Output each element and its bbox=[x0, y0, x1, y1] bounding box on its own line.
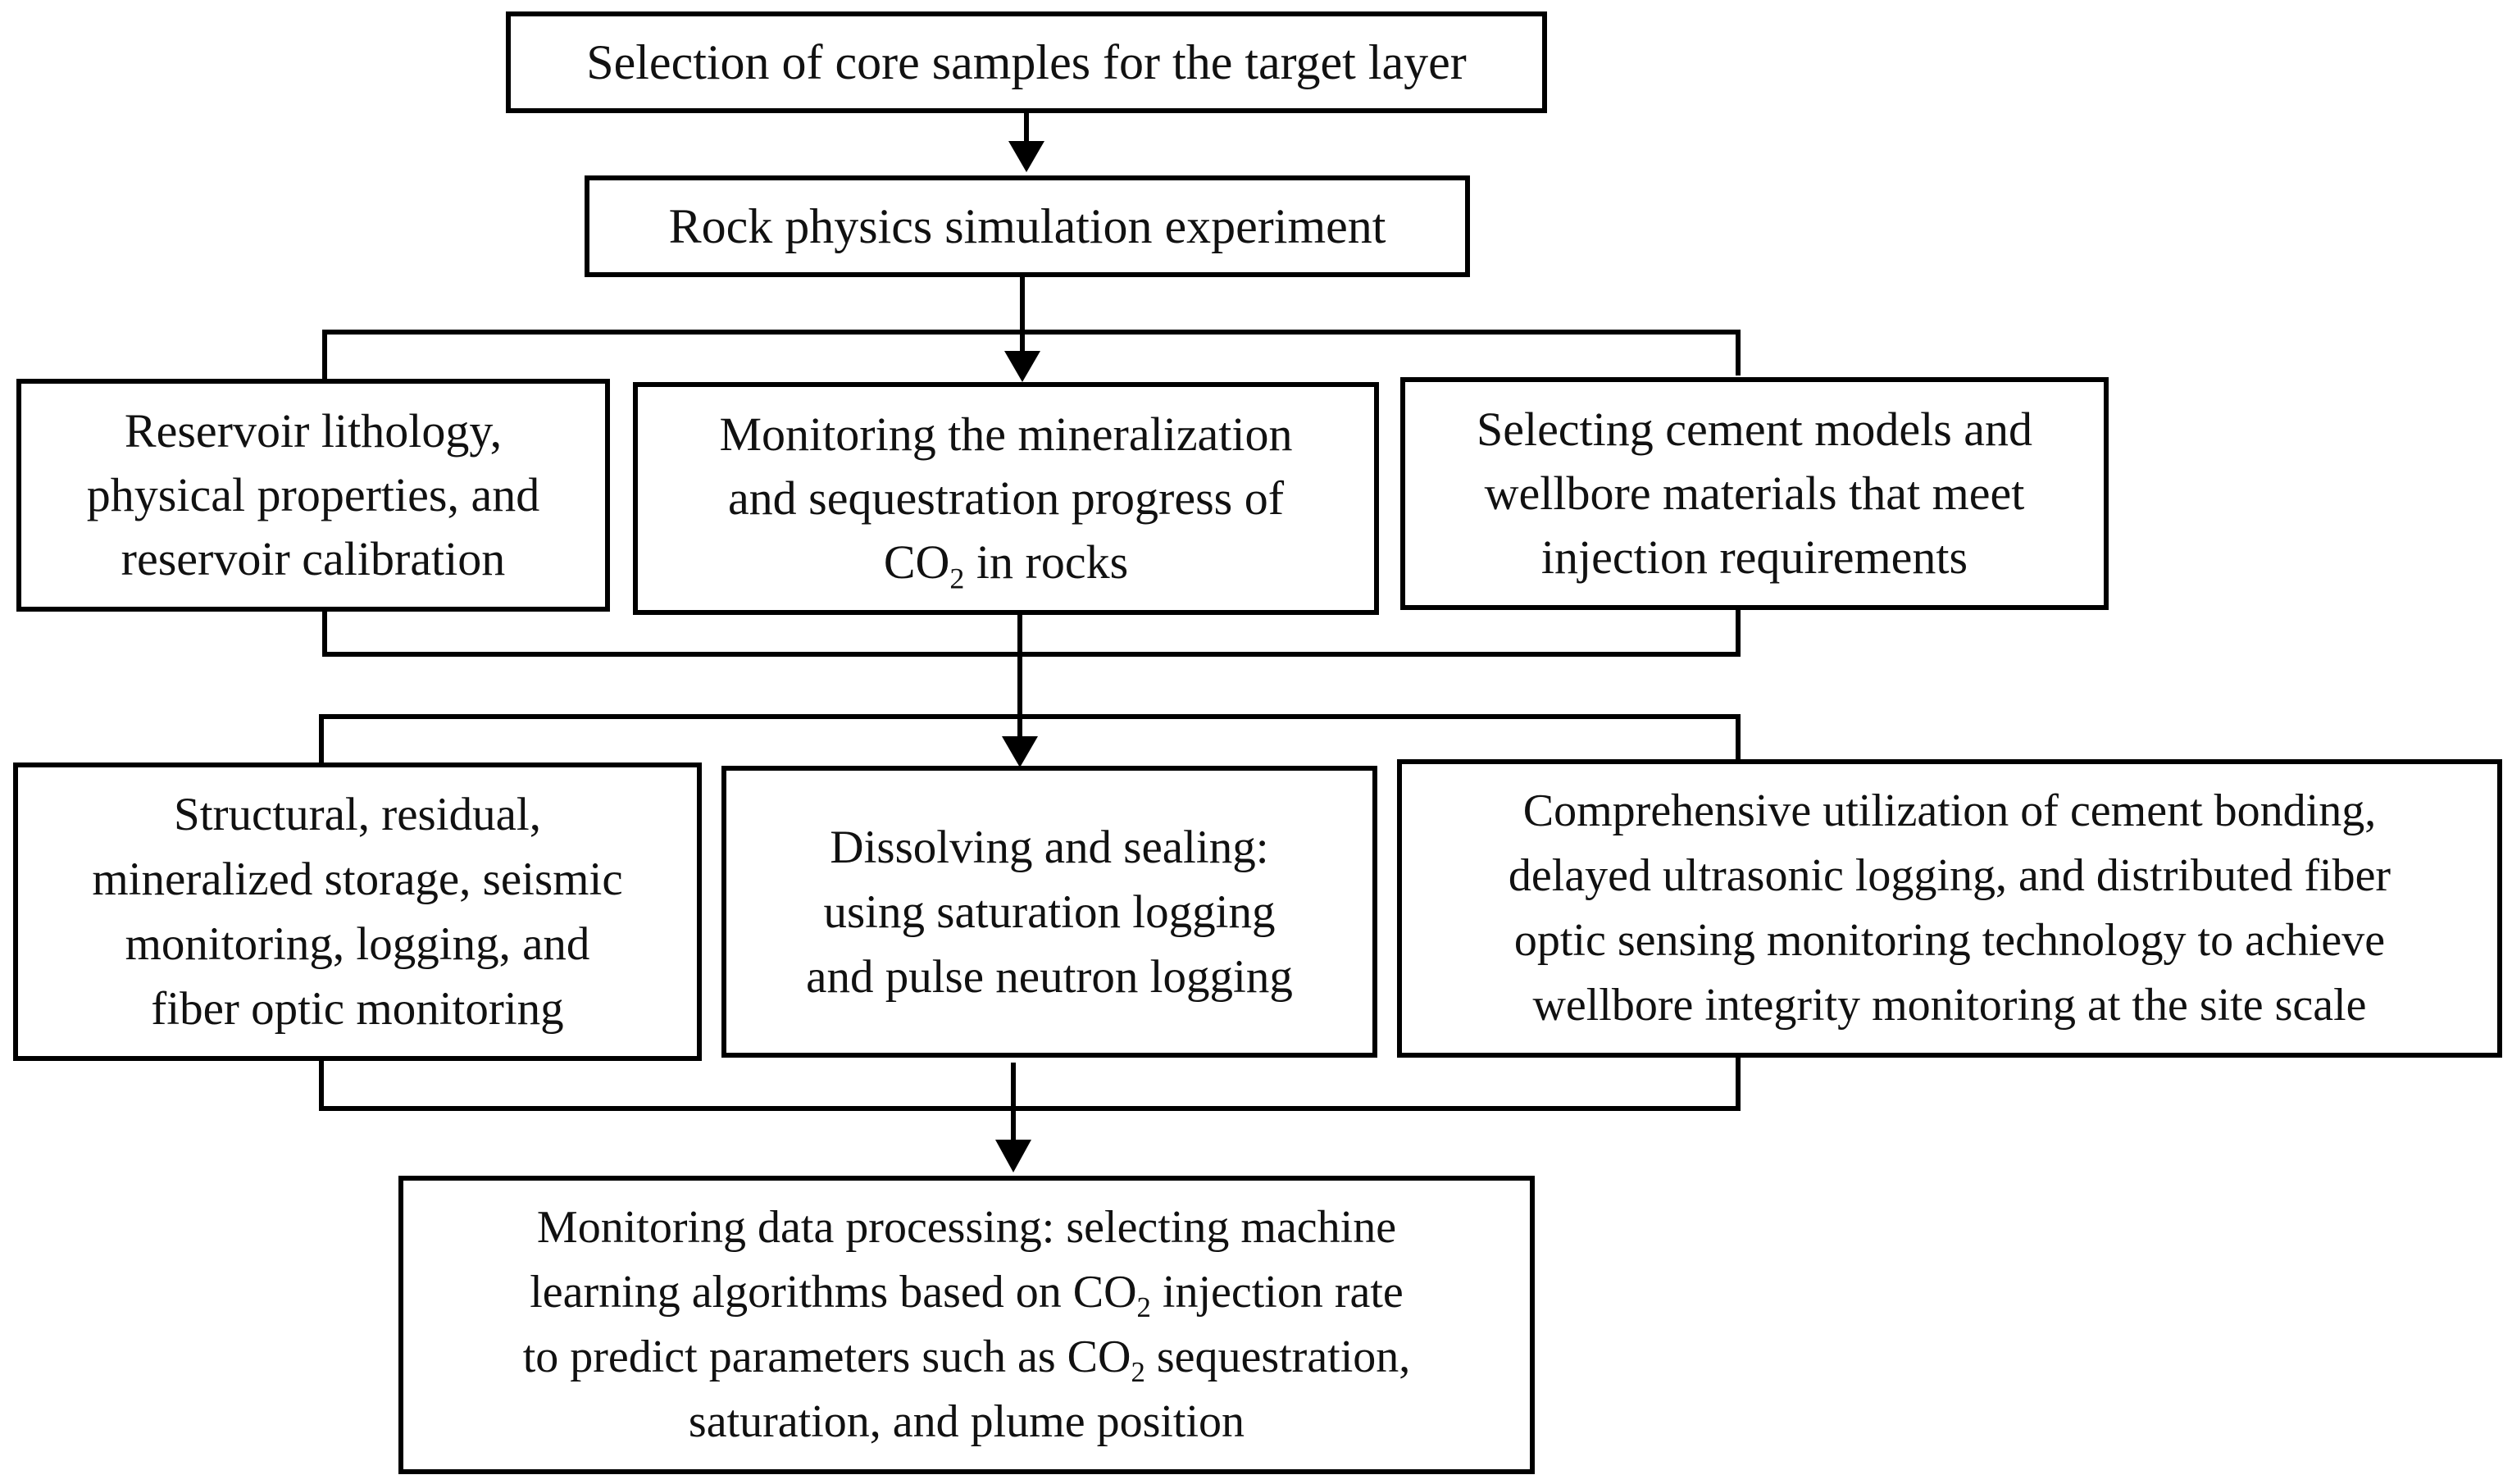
arrowhead-icon bbox=[1002, 736, 1038, 767]
text-segment: to predict parameters such as CO bbox=[522, 1332, 1131, 1382]
node-text-line: Dissolving and sealing: bbox=[806, 815, 1293, 880]
text-segment: physical properties, and bbox=[86, 468, 540, 521]
node-text-line: wellbore integrity monitoring at the sit… bbox=[1509, 973, 2391, 1038]
node-wellbore-integrity: Comprehensive utilization of cement bond… bbox=[1397, 759, 2502, 1058]
node-text-line: learning algorithms based on CO2 injecti… bbox=[523, 1260, 1411, 1325]
arrowhead-icon bbox=[1004, 351, 1040, 382]
bracket-top-tier-1 bbox=[322, 330, 1741, 379]
node-text-line: reservoir calibration bbox=[87, 527, 539, 591]
text-segment: Monitoring the mineralization bbox=[719, 407, 1293, 461]
node-text-line: CO2 in rocks bbox=[719, 530, 1292, 594]
node-text-line: Structural, residual, bbox=[92, 782, 622, 847]
node-text-line: fiber optic monitoring bbox=[92, 976, 622, 1041]
node-data-processing: Monitoring data processing: selecting ma… bbox=[398, 1176, 1535, 1474]
node-text-line: to predict parameters such as CO2 seques… bbox=[523, 1325, 1411, 1390]
text-segment: learning algorithms based on CO bbox=[530, 1267, 1137, 1318]
bracket-bottom-tier-2 bbox=[319, 1058, 1741, 1111]
node-text-line: and pulse neutron logging bbox=[806, 945, 1293, 1009]
node-text-line: Selecting cement models and bbox=[1477, 398, 2032, 462]
text-segment: in rocks bbox=[964, 535, 1129, 589]
node-text-line: Selection of core samples for the target… bbox=[586, 30, 1466, 95]
text-segment: fiber optic monitoring bbox=[151, 983, 564, 1035]
text-segment: and pulse neutron logging bbox=[806, 950, 1293, 1003]
text-segment: Selecting cement models and bbox=[1476, 403, 2033, 456]
text-segment: Monitoring data processing: selecting ma… bbox=[536, 1202, 1397, 1253]
node-structural-storage: Structural, residual, mineralized storage… bbox=[13, 762, 702, 1061]
text-segment: Reservoir lithology, bbox=[124, 404, 503, 457]
node-text-line: and sequestration progress of bbox=[719, 467, 1292, 530]
text-segment: wellbore materials that meet bbox=[1484, 467, 2025, 520]
text-segment: saturation, and plume position bbox=[688, 1396, 1245, 1447]
text-segment: optic sensing monitoring technology to a… bbox=[1513, 915, 2386, 966]
text-segment: Selection of core samples for the target… bbox=[586, 34, 1467, 89]
text-segment: mineralized storage, seismic bbox=[92, 854, 623, 905]
node-text-line: physical properties, and bbox=[87, 463, 539, 527]
text-segment: delayed ultrasonic logging, and distribu… bbox=[1508, 850, 2391, 901]
node-dissolving-sealing: Dissolving and sealing: using saturation … bbox=[721, 766, 1377, 1058]
node-text-line: monitoring, logging, and bbox=[92, 912, 622, 976]
node-text-line: Comprehensive utilization of cement bond… bbox=[1509, 779, 2391, 844]
text-segment: injection rate bbox=[1150, 1267, 1404, 1318]
subscript: 2 bbox=[1131, 1356, 1145, 1389]
text-segment: CO bbox=[883, 535, 950, 589]
arrowhead-icon bbox=[995, 1140, 1031, 1172]
bracket-top-tier-2 bbox=[319, 714, 1741, 762]
text-segment: monitoring, logging, and bbox=[125, 918, 590, 970]
subscript: 2 bbox=[1136, 1291, 1151, 1324]
node-text-line: wellbore materials that meet bbox=[1477, 462, 2032, 526]
text-segment: sequestration, bbox=[1145, 1332, 1411, 1382]
node-core-selection: Selection of core samples for the target… bbox=[506, 11, 1547, 113]
node-text-line: injection requirements bbox=[1477, 526, 2032, 590]
node-text-line: Monitoring data processing: selecting ma… bbox=[523, 1195, 1411, 1260]
text-segment: using saturation logging bbox=[823, 885, 1276, 938]
node-text-line: saturation, and plume position bbox=[523, 1390, 1411, 1454]
node-cement-selection: Selecting cement models and wellbore mate… bbox=[1400, 377, 2109, 610]
node-rock-physics-experiment: Rock physics simulation experiment bbox=[585, 175, 1470, 277]
node-text-line: optic sensing monitoring technology to a… bbox=[1509, 908, 2391, 973]
arrowhead-icon bbox=[1008, 141, 1044, 172]
text-segment: injection requirements bbox=[1540, 530, 1968, 584]
node-text-line: using saturation logging bbox=[806, 880, 1293, 945]
text-segment: Rock physics simulation experiment bbox=[668, 198, 1386, 253]
text-segment: reservoir calibration bbox=[121, 532, 506, 585]
node-reservoir-lithology: Reservoir lithology, physical properties,… bbox=[16, 379, 610, 612]
node-text-line: delayed ultrasonic logging, and distribu… bbox=[1509, 844, 2391, 908]
node-text-line: Monitoring the mineralization bbox=[719, 403, 1292, 467]
text-segment: Comprehensive utilization of cement bond… bbox=[1522, 785, 2377, 836]
node-mineralization-monitoring: Monitoring the mineralization and sequest… bbox=[633, 382, 1379, 615]
text-segment: and sequestration progress of bbox=[727, 471, 1285, 525]
node-text-line: Rock physics simulation experiment bbox=[669, 194, 1386, 259]
text-segment: wellbore integrity monitoring at the sit… bbox=[1532, 980, 2367, 1031]
bracket-bottom-tier-1 bbox=[322, 608, 1741, 657]
node-text-line: mineralized storage, seismic bbox=[92, 847, 622, 912]
node-text-line: Reservoir lithology, bbox=[87, 399, 539, 463]
subscript: 2 bbox=[949, 562, 965, 595]
text-segment: Structural, residual, bbox=[174, 789, 541, 840]
text-segment: Dissolving and sealing: bbox=[830, 821, 1269, 873]
